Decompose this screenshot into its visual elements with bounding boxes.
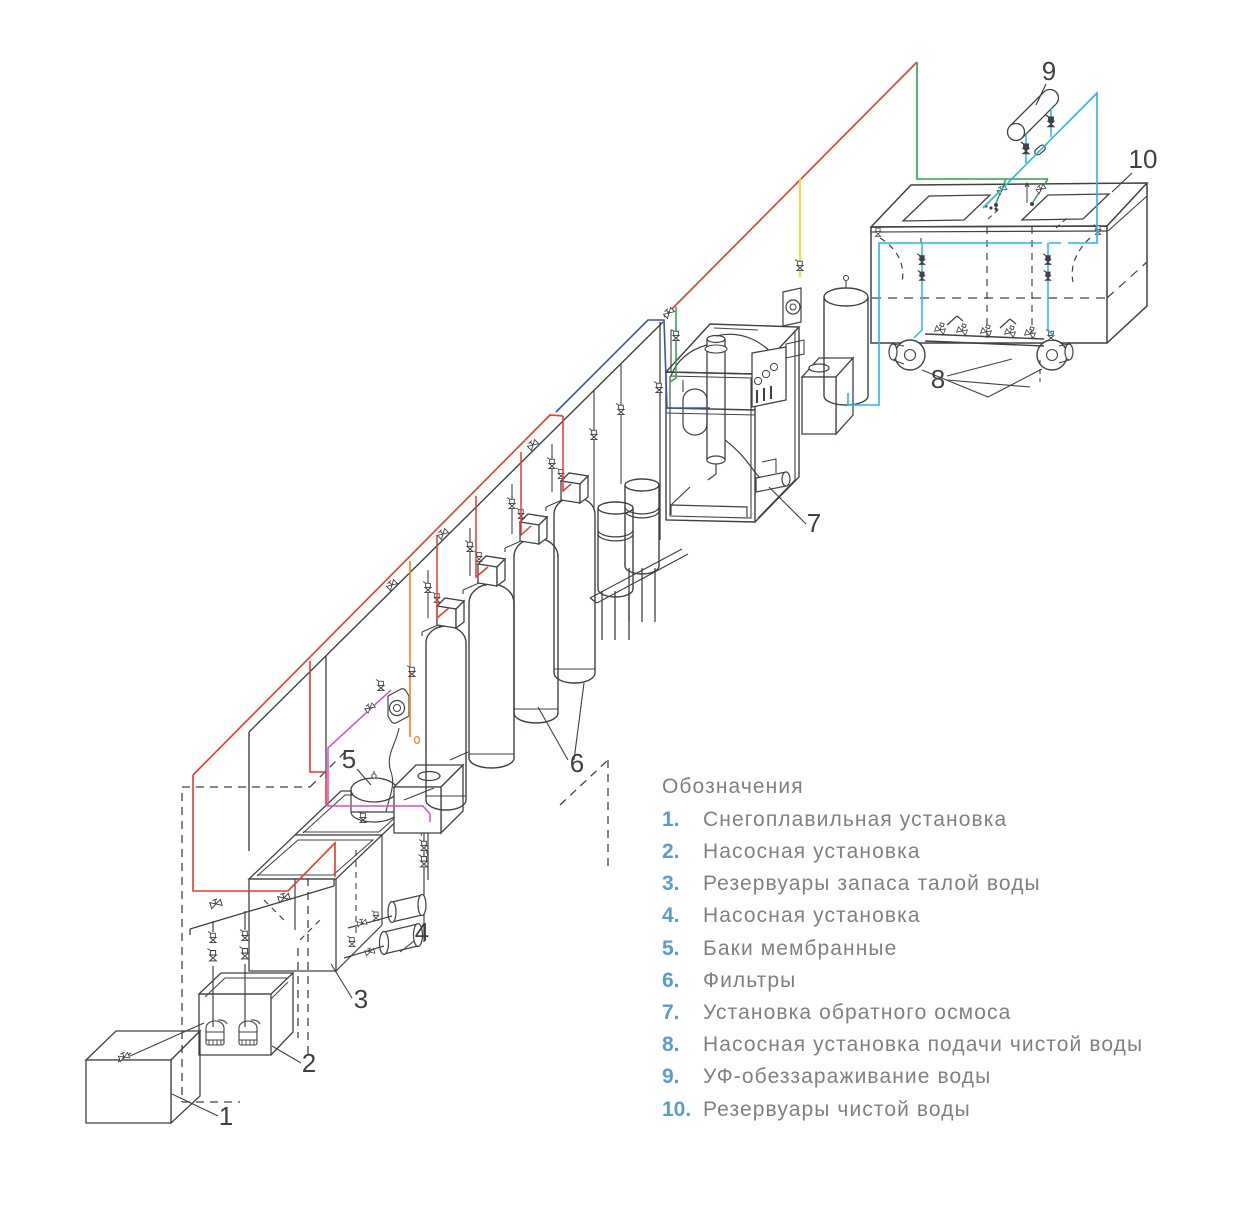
- svg-text:9: 9: [1042, 56, 1056, 86]
- svg-text:6: 6: [570, 748, 584, 778]
- svg-text:8: 8: [931, 364, 945, 394]
- svg-text:5: 5: [342, 744, 356, 774]
- svg-text:10: 10: [1129, 144, 1158, 174]
- svg-text:3: 3: [354, 984, 368, 1014]
- svg-text:2: 2: [302, 1048, 316, 1078]
- svg-text:1: 1: [219, 1101, 233, 1131]
- svg-text:4: 4: [415, 917, 429, 947]
- svg-text:7: 7: [807, 508, 821, 538]
